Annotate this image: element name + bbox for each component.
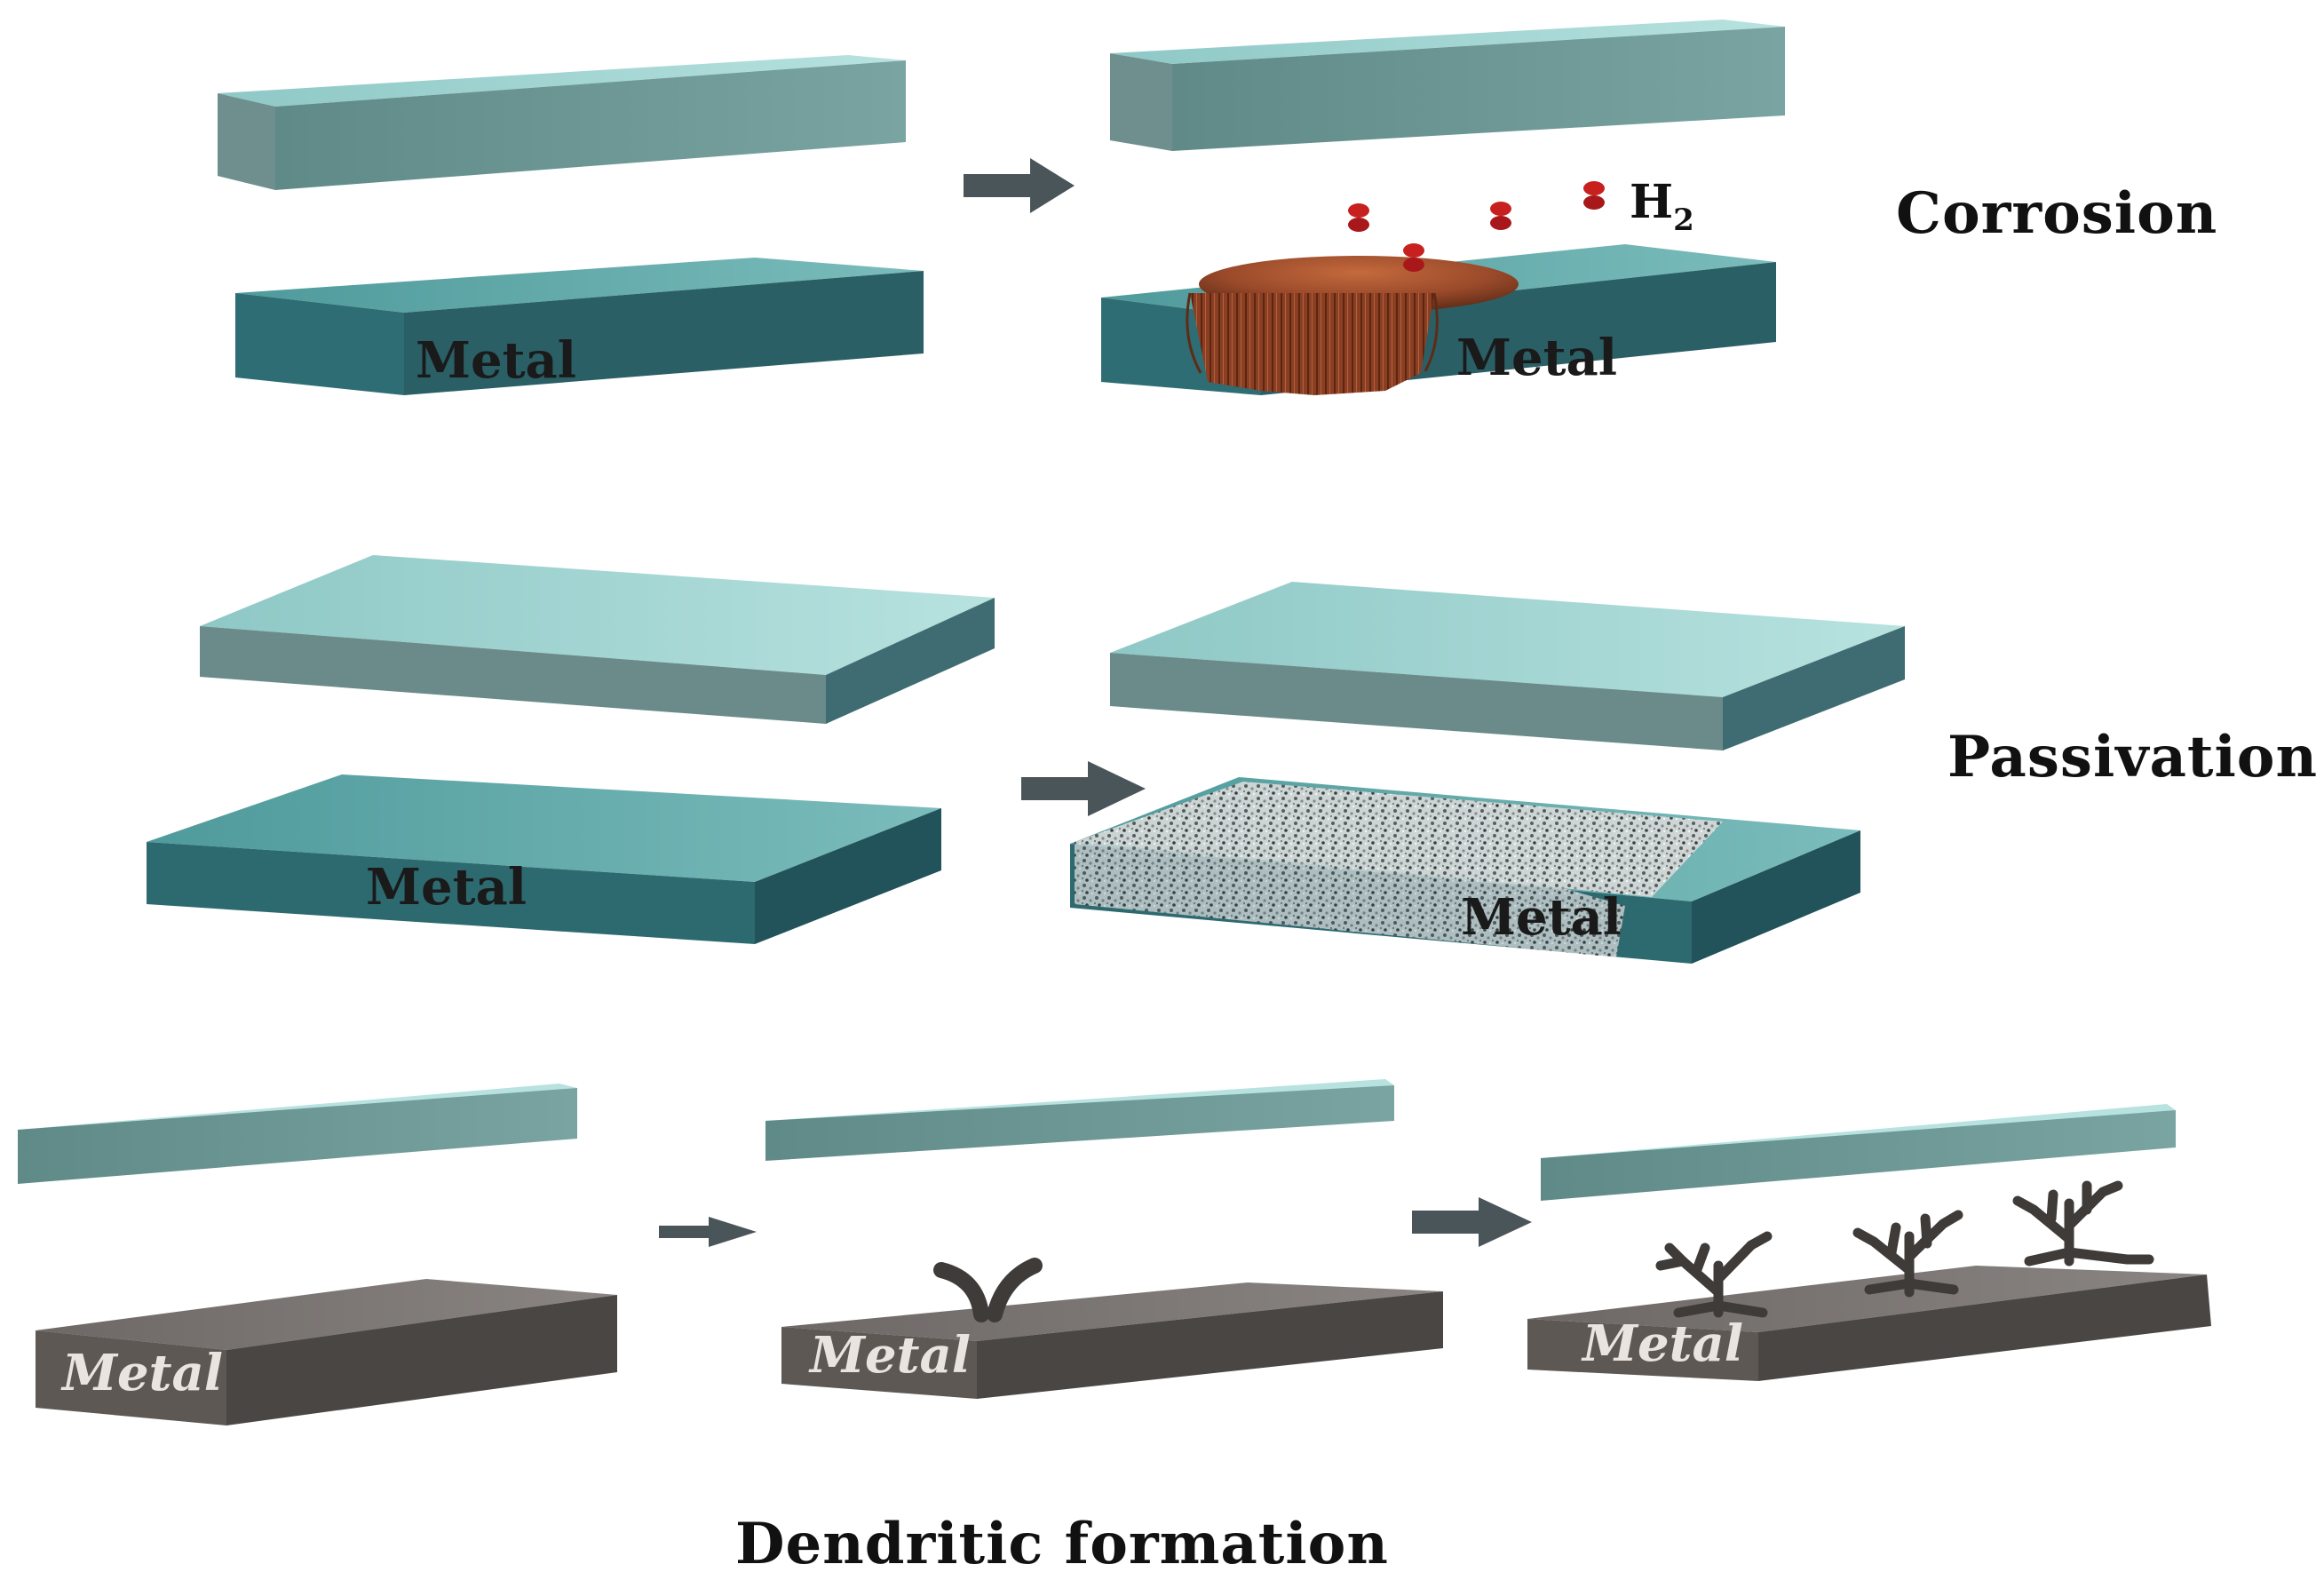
arrow-icon <box>1412 1197 1532 1247</box>
dendrite-icon <box>1852 1210 1963 1298</box>
dendrite-icon <box>2012 1180 2154 1266</box>
hydrogen-bubbles <box>1348 181 1605 272</box>
metal-block-corroded: Metal <box>1101 244 1776 395</box>
electrode-plate <box>18 1084 577 1184</box>
arrow-icon <box>964 158 1075 213</box>
passivation-label: Passivation <box>1947 724 2318 790</box>
corrosion-row: Metal Metal <box>218 20 2217 395</box>
electrode-plate <box>218 55 906 190</box>
passivation-layer <box>1075 782 1723 957</box>
metal-block-grey: Metal <box>781 1258 1443 1399</box>
corrosion-label: Corrosion <box>1896 180 2217 247</box>
h2-bubble-icon <box>1403 243 1424 272</box>
metal-label: Metal <box>808 1326 971 1385</box>
arrow-icon <box>659 1217 757 1247</box>
dendrite-icon <box>1655 1231 1773 1318</box>
dendritic-formation-label: Dendritic formation <box>735 1511 1389 1577</box>
dendritic-row: Metal Metal <box>18 1079 2211 1577</box>
h2-label: H2 <box>1630 175 1694 238</box>
metal-label: Metal <box>1461 888 1622 947</box>
electrode-plate <box>1110 582 1905 750</box>
metal-block-passivated: Metal <box>1070 777 1860 964</box>
electrode-plate <box>765 1079 1394 1161</box>
h2-bubble-icon <box>1348 203 1369 232</box>
dendrite-icon <box>933 1258 1043 1322</box>
corrosion-pit <box>1186 256 1519 395</box>
metal-block: Metal <box>235 258 924 395</box>
metal-label: Metal <box>1456 329 1617 387</box>
passivation-row: Metal Metal Passivation <box>147 555 2318 964</box>
electrode-plate <box>200 555 995 724</box>
metal-block: Metal <box>147 774 941 944</box>
metal-block-grey: Metal <box>36 1279 617 1425</box>
metal-label: Metal <box>366 858 527 917</box>
electrode-plate <box>1541 1104 2176 1201</box>
metal-label: Metal <box>60 1344 223 1402</box>
arrow-icon <box>1021 761 1146 816</box>
h2-bubble-icon <box>1583 181 1605 210</box>
metal-block-grey: Metal <box>1527 1180 2211 1381</box>
metal-label: Metal <box>416 331 576 390</box>
electrode-plate <box>1110 20 1785 151</box>
h2-bubble-icon <box>1490 202 1511 230</box>
metal-label: Metal <box>1581 1314 1743 1373</box>
